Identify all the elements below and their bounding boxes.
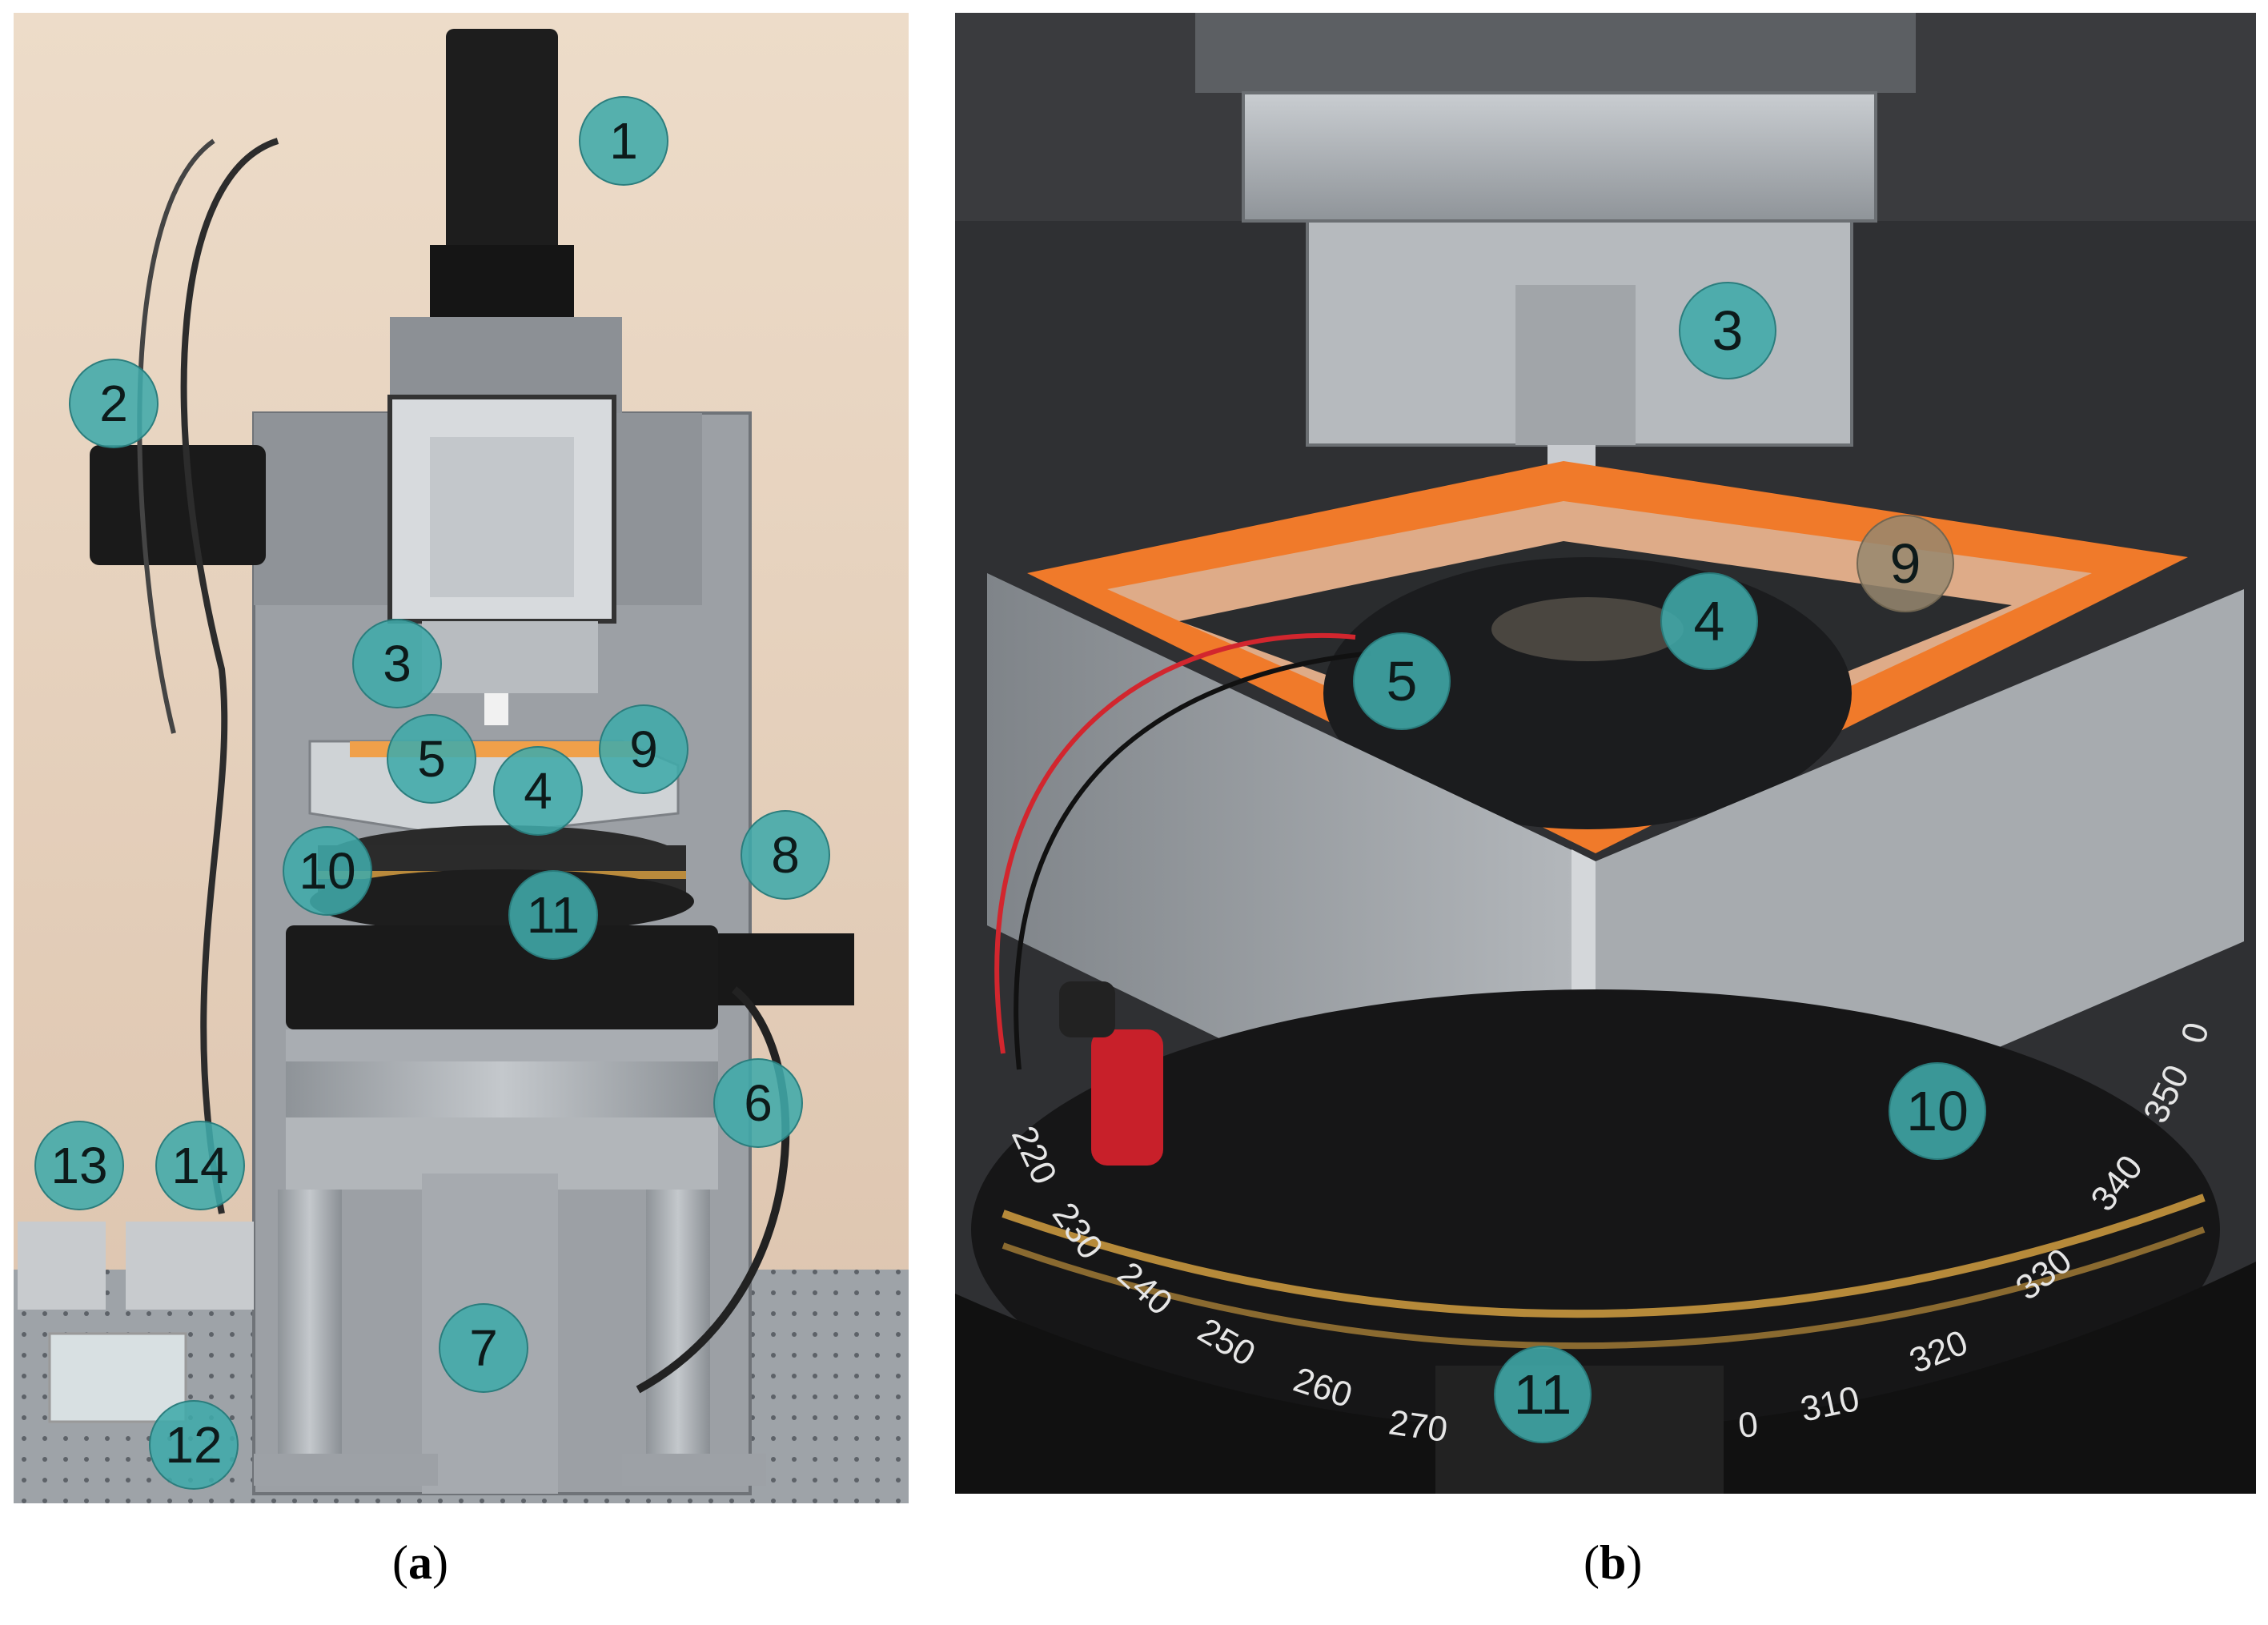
objective-mount <box>1242 91 1877 223</box>
controller-13 <box>18 1222 106 1310</box>
marker-b-11: 11 <box>1494 1346 1592 1443</box>
marker-a-8: 8 <box>741 810 830 900</box>
marker-a-7: 7 <box>439 1303 528 1393</box>
photo-panel-a: 1 2 3 4 5 6 7 8 9 10 11 12 13 14 <box>14 13 909 1503</box>
sample-cell-closeup: 220 230 240 250 260 270 0 310 320 330 34… <box>955 13 2256 1494</box>
marker-a-2: 2 <box>69 359 159 448</box>
marker-a-13: 13 <box>34 1121 124 1210</box>
marker-a-12: 12 <box>149 1400 239 1490</box>
marker-a-14: 14 <box>155 1121 245 1210</box>
marker-a-6: 6 <box>713 1058 803 1148</box>
driver-board-box <box>48 1332 187 1423</box>
marker-a-5: 5 <box>387 714 476 804</box>
linear-stage <box>286 925 718 1029</box>
marker-a-10: 10 <box>283 826 372 916</box>
side-camera <box>90 445 266 565</box>
red-connector <box>1091 1029 1163 1166</box>
setup-photo-full <box>14 13 909 1503</box>
camera-body <box>446 29 558 253</box>
dial-label-0-partial: 0 <box>1736 1405 1760 1446</box>
marker-a-4: 4 <box>493 746 583 836</box>
marker-a-1: 1 <box>579 96 668 186</box>
caption-b: (b) <box>1584 1536 1643 1589</box>
controller-14 <box>126 1222 254 1310</box>
marker-b-10: 10 <box>1889 1062 1986 1160</box>
marker-b-9: 9 <box>1857 515 1954 612</box>
marker-b-5: 5 <box>1353 632 1451 730</box>
marker-a-9: 9 <box>599 704 688 794</box>
caption-a: (a) <box>392 1536 448 1589</box>
photo-panel-b: 220 230 240 250 260 270 0 310 320 330 34… <box>955 13 2256 1494</box>
marker-a-3: 3 <box>352 619 442 708</box>
marker-b-4: 4 <box>1660 572 1758 670</box>
marker-a-11: 11 <box>508 870 598 960</box>
marker-b-3: 3 <box>1679 282 1776 379</box>
dial-label-270: 270 <box>1387 1402 1451 1450</box>
